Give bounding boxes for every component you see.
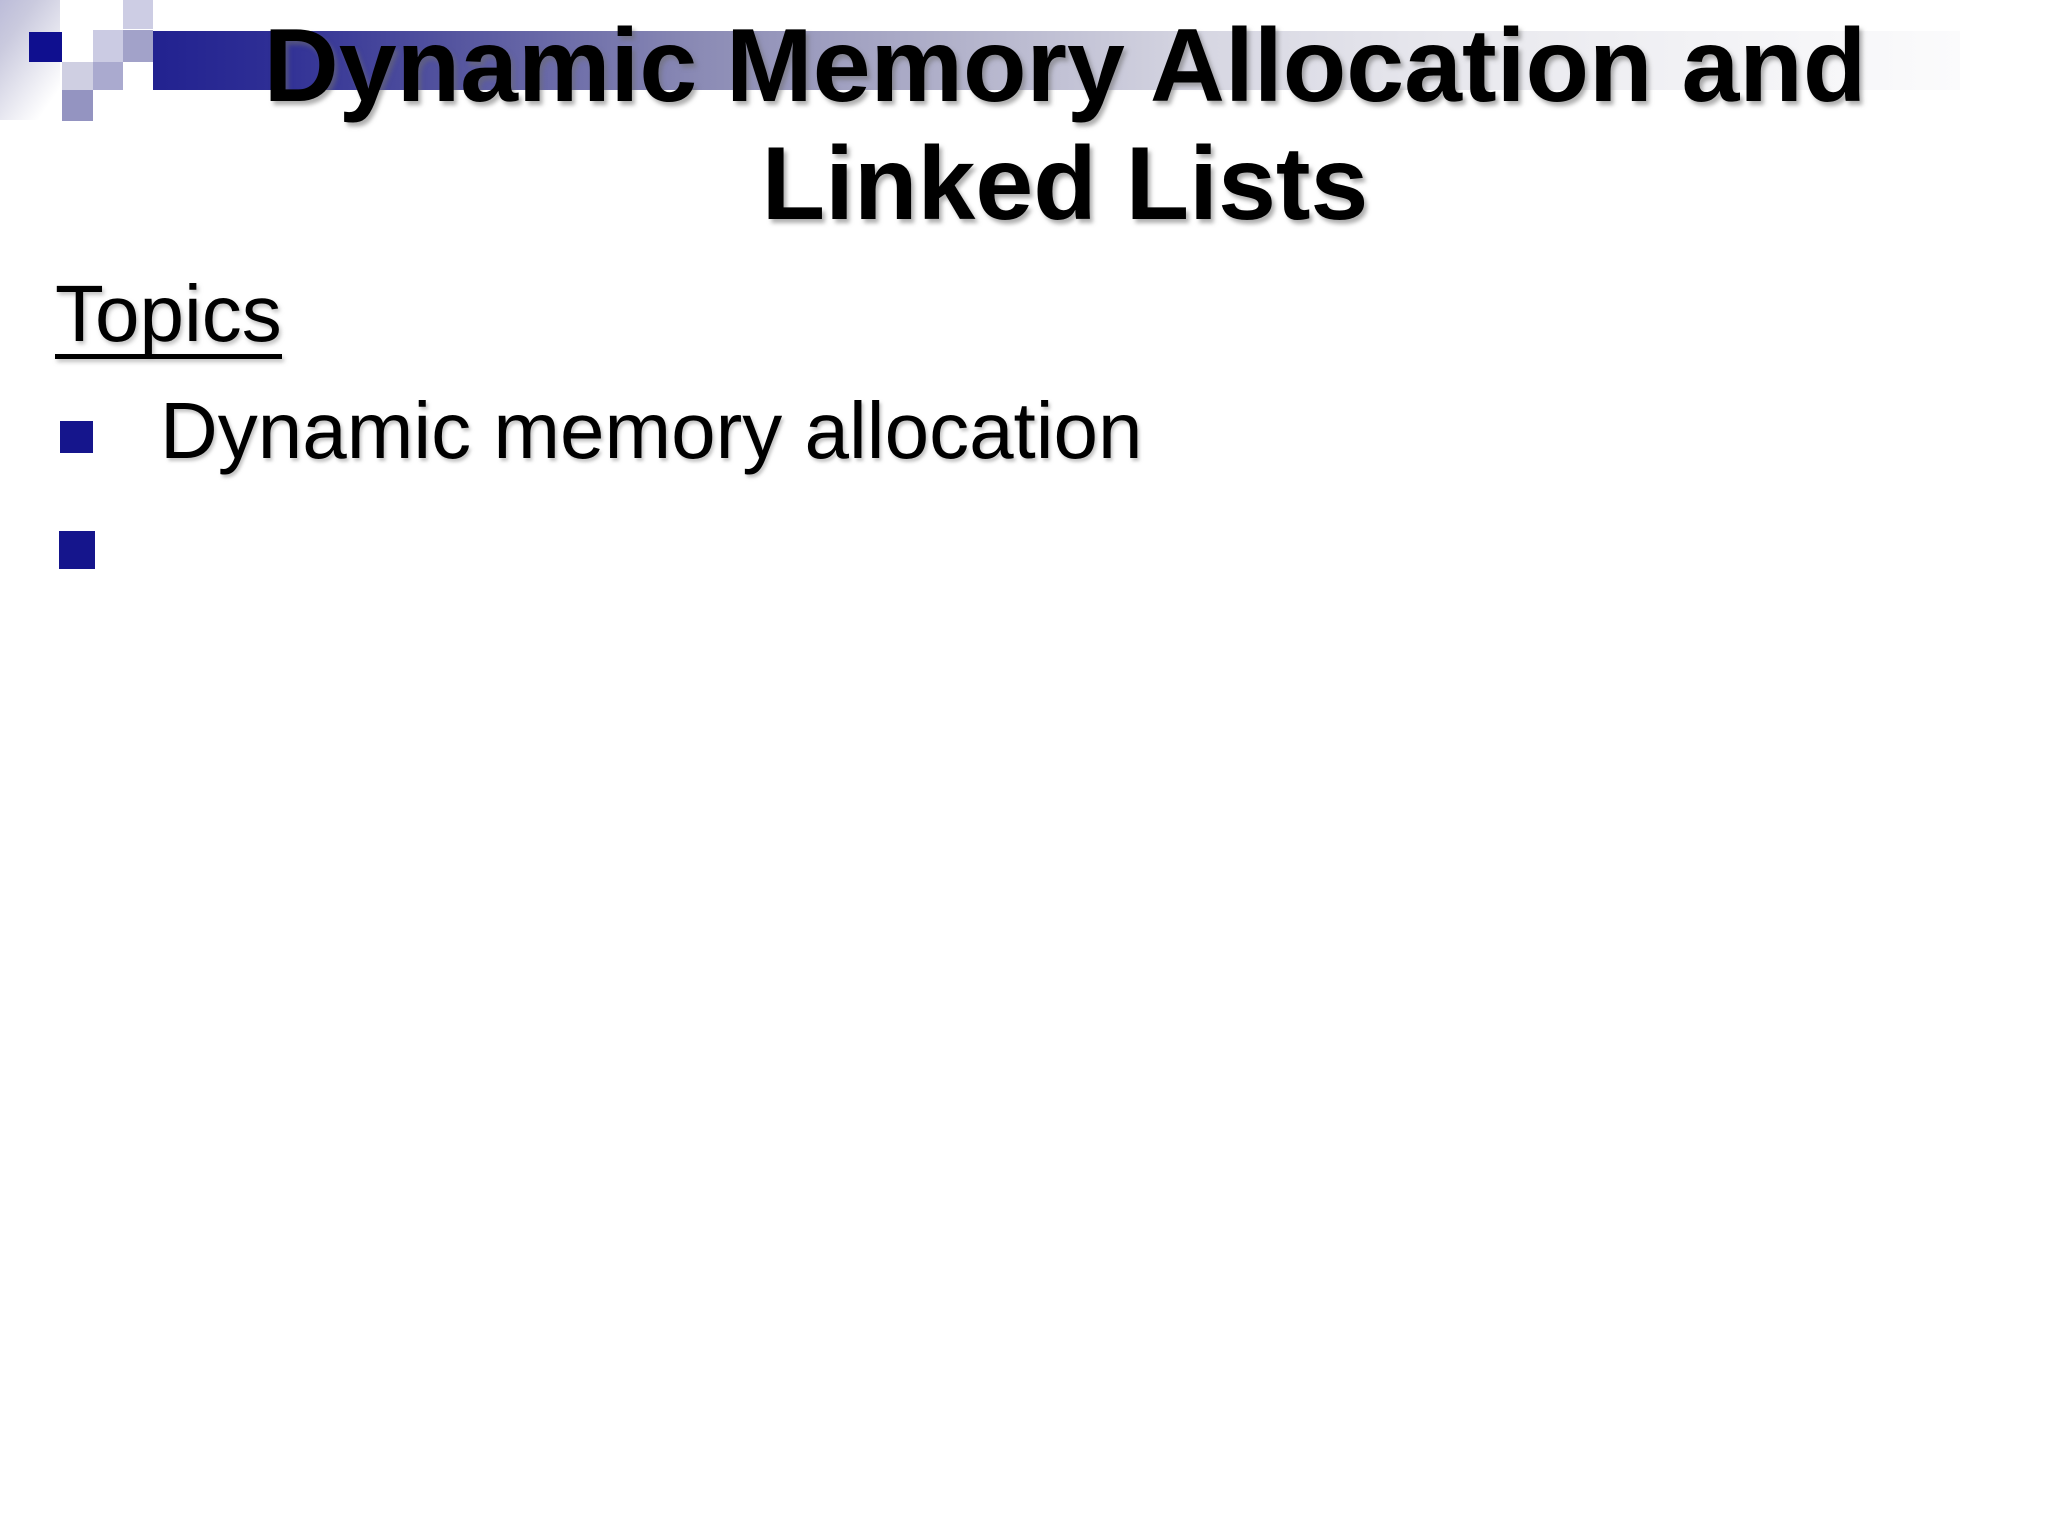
decor-square-lavender-medium-2 bbox=[93, 62, 123, 90]
slide-title-line2: Linked Lists bbox=[761, 126, 1369, 242]
decor-square-lavender-light bbox=[93, 30, 123, 62]
decor-square-lavender-medium bbox=[123, 30, 153, 62]
decor-square-navy bbox=[29, 32, 62, 62]
decor-square-lavender-dark bbox=[62, 90, 93, 121]
decor-square-lavender-light-2 bbox=[62, 62, 93, 90]
bullet-square-icon bbox=[60, 421, 93, 453]
topics-heading: Topics bbox=[55, 269, 282, 359]
title-gradient-bar bbox=[153, 31, 1960, 90]
slide-title: Dynamic Memory Allocation and Linked Lis… bbox=[240, 7, 1890, 243]
slide-title-line1: Dynamic Memory Allocation and bbox=[263, 8, 1867, 124]
bullet-square-icon bbox=[59, 531, 95, 569]
decor-square-lavender-top bbox=[123, 0, 153, 29]
bullet-item-label: Dynamic memory allocation bbox=[160, 386, 1143, 475]
